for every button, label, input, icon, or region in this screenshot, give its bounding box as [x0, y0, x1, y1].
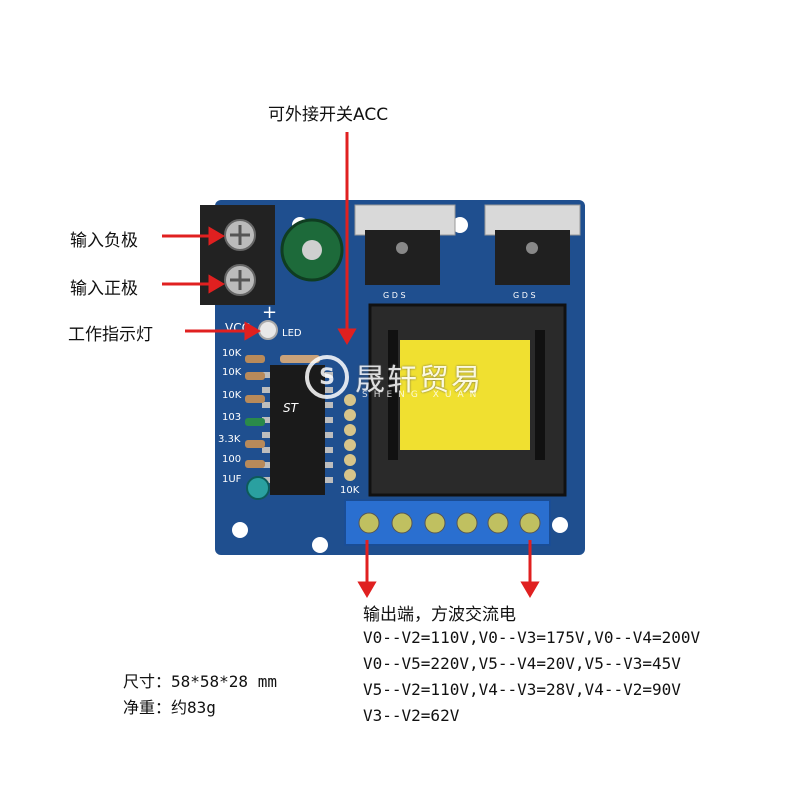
output-line-1: V0--V2=110V,V0--V3=175V,V0--V4=200V [363, 628, 701, 647]
watermark-logo-icon: S [305, 355, 349, 399]
label-input-positive: 输入正极 [70, 279, 138, 299]
output-screws [358, 512, 541, 534]
mount-hole [312, 537, 328, 553]
watermark-text: 晟轩贸易 [355, 363, 483, 398]
board-label-led: LED [282, 328, 302, 339]
board-label-r4: 103 [222, 412, 241, 423]
spec-weight: 净重：约83g [123, 698, 216, 717]
output-line-4: V3--V2=62V [363, 706, 460, 725]
capacitor-top [302, 240, 322, 260]
small-capacitor [246, 476, 270, 500]
transformer-bobbin [388, 330, 398, 460]
mount-hole [452, 217, 468, 233]
annotation-arrows [162, 132, 540, 598]
mosfet-screw [396, 242, 408, 254]
board-label-r7: 10K [340, 485, 360, 496]
output-title: 输出端，方波交流电 [363, 605, 516, 625]
board-label-c1: 1UF [222, 474, 242, 485]
resistor-column [245, 355, 265, 468]
mosfet-1 [365, 230, 440, 285]
screw-slot [230, 225, 250, 245]
label-indicator-led: 工作指示灯 [68, 325, 153, 345]
board-label-r6: 100 [222, 454, 241, 465]
board-label-r3: 10K [222, 390, 242, 401]
mosfet-2 [495, 230, 570, 285]
label-input-negative: 输入负极 [70, 231, 138, 251]
mount-hole [232, 522, 248, 538]
mosfet1-pins: G D S [383, 291, 406, 300]
mount-hole [552, 517, 568, 533]
label-acc-switch: 可外接开关ACC [268, 105, 389, 125]
output-line-2: V0--V5=220V,V5--V4=20V,V5--V3=45V [363, 654, 681, 673]
board-label-r1: 10K [222, 348, 242, 359]
watermark-sub: SHENG XUAN [362, 390, 483, 400]
board-label-r2: 10K [222, 367, 242, 378]
transformer-bobbin [535, 330, 545, 460]
solder-pads [344, 394, 356, 481]
board-label-r5: 3.3K [218, 434, 241, 445]
screw-slot [230, 270, 250, 290]
mosfet-screw [526, 242, 538, 254]
chip-logo: ST [283, 401, 300, 415]
mosfet2-pins: G D S [513, 291, 536, 300]
board-label-plus: + [262, 302, 277, 323]
led-icon [258, 320, 278, 340]
output-line-3: V5--V2=110V,V4--V3=28V,V4--V2=90V [363, 680, 681, 699]
watermark: S 晟轩贸易 [305, 355, 483, 399]
spec-size: 尺寸：58*58*28 mm [123, 672, 277, 691]
transformer-coil [400, 340, 530, 450]
